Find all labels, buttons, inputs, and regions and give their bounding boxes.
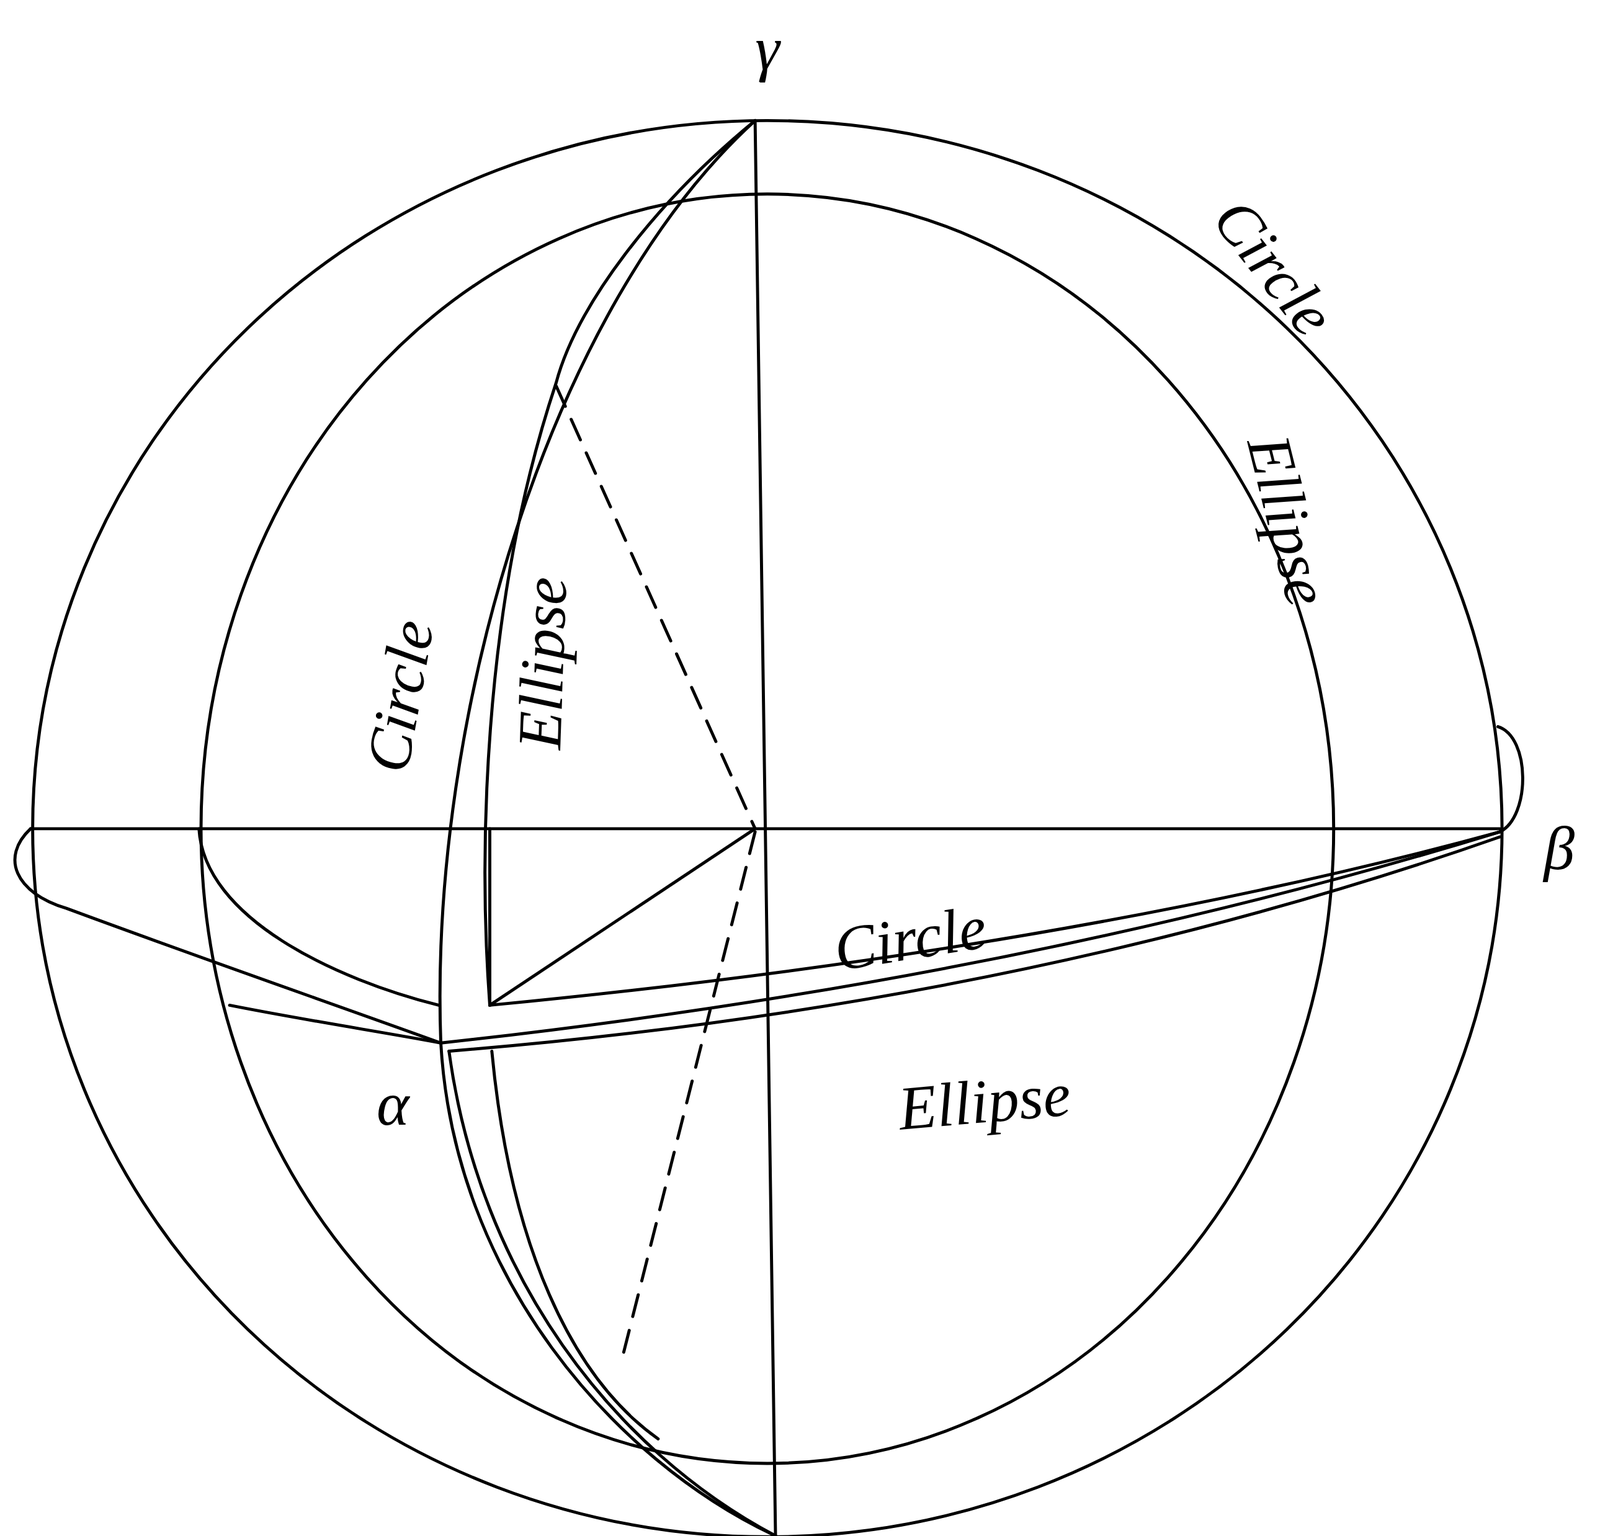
beta-bump xyxy=(1498,726,1524,832)
section-label: Circle xyxy=(830,896,991,982)
section-label: Ellipse xyxy=(508,576,577,751)
vertex-label: β xyxy=(1543,817,1575,880)
meridian-circle xyxy=(439,120,776,1536)
vertex-label: α xyxy=(376,1073,410,1136)
dashed-radius xyxy=(622,831,756,1358)
equator-circle-inner xyxy=(199,828,440,1006)
equator-ellipse-lower xyxy=(449,836,1501,1051)
radius-line xyxy=(489,828,756,1006)
meridian-ellipse xyxy=(485,120,756,1006)
section-label: Ellipse xyxy=(1237,429,1339,612)
vertex-label: γ xyxy=(755,17,780,81)
dashed-radius xyxy=(555,385,756,829)
horizontal-axis xyxy=(30,826,1500,831)
section-label: Circle xyxy=(356,615,444,777)
equator-circle-front xyxy=(489,831,1500,1006)
section-label: Ellipse xyxy=(895,1063,1073,1141)
chord-line xyxy=(488,828,492,1006)
meridian-ellipse-lower xyxy=(491,1050,659,1439)
equator-circle-outer xyxy=(14,828,1501,1043)
meridian-band-lower xyxy=(449,1050,776,1536)
section-label: Circle xyxy=(1201,187,1345,347)
equator-ellipse-left xyxy=(229,1005,441,1043)
